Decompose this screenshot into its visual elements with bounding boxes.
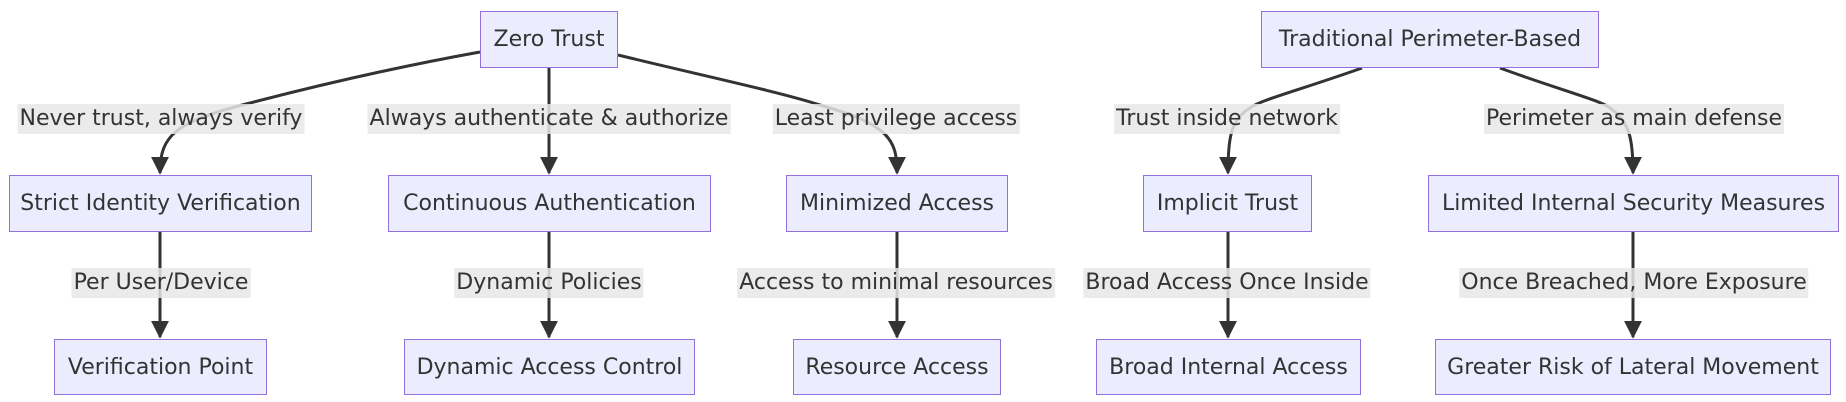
edge-label-perimeter-defense: Perimeter as main defense (1484, 104, 1784, 134)
node-greater-risk-lateral: Greater Risk of Lateral Movement (1435, 339, 1831, 395)
node-broad-internal-access: Broad Internal Access (1096, 339, 1361, 395)
node-dynamic-access-control: Dynamic Access Control (404, 339, 695, 395)
node-resource-access: Resource Access (793, 339, 1001, 395)
node-implicit-trust: Implicit Trust (1143, 175, 1312, 232)
edge-label-once-breached: Once Breached, More Exposure (1459, 268, 1809, 298)
edge-label-never-trust: Never trust, always verify (17, 104, 305, 134)
node-continuous-authentication: Continuous Authentication (388, 175, 711, 232)
edge-zero-trust-to-minimized-access (617, 53, 906, 175)
edge-label-least-privilege: Least privilege access (772, 104, 1020, 134)
edge-label-always-authenticate: Always authenticate & authorize (367, 104, 731, 134)
edge-label-trust-inside: Trust inside network (1114, 104, 1340, 134)
node-minimized-access: Minimized Access (786, 175, 1008, 232)
edge-label-dynamic-policies: Dynamic Policies (454, 268, 644, 298)
edge-label-broad-access: Broad Access Once Inside (1083, 268, 1371, 298)
edge-zero-trust-to-strict-identity (151, 50, 481, 175)
node-zero-trust: Zero Trust (480, 11, 618, 68)
node-verification-point: Verification Point (54, 339, 267, 395)
node-limited-internal-security: Limited Internal Security Measures (1428, 175, 1839, 232)
edge-label-access-minimal: Access to minimal resources (737, 268, 1055, 298)
node-strict-identity-verification: Strict Identity Verification (9, 175, 312, 232)
node-traditional-perimeter: Traditional Perimeter-Based (1261, 11, 1599, 68)
edge-label-per-user-device: Per User/Device (71, 268, 251, 298)
